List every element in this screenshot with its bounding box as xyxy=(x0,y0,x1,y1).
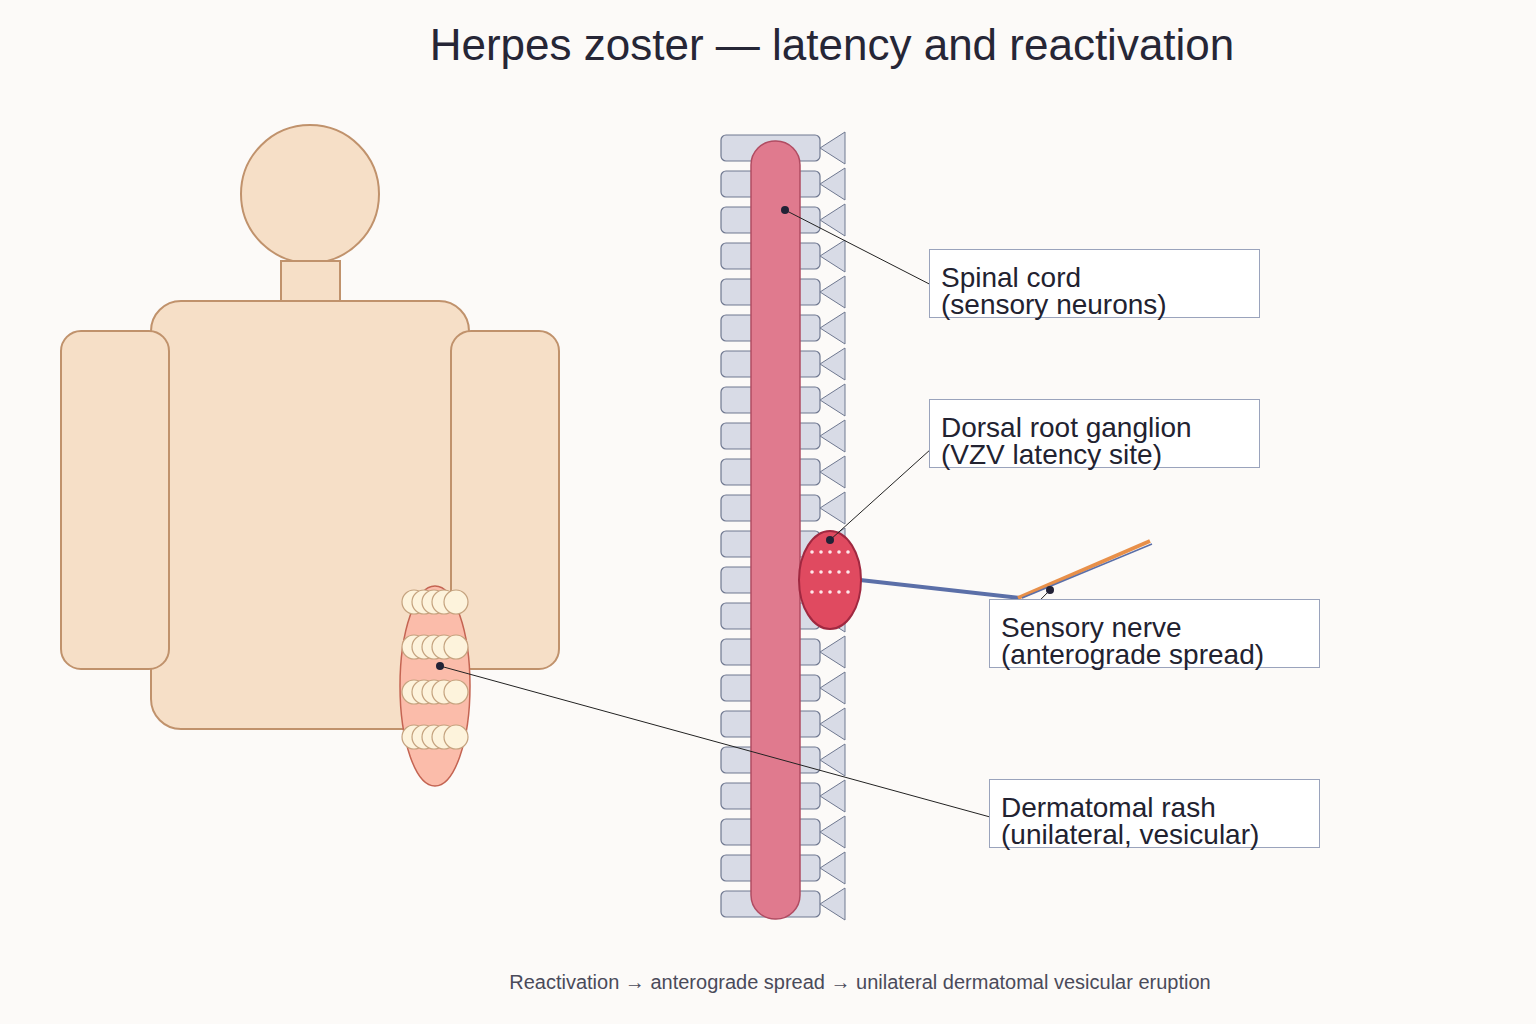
label-detail: (unilateral, vesicular) xyxy=(1001,821,1319,848)
virus-dot xyxy=(810,570,814,574)
spinous-process xyxy=(820,708,845,740)
vesicles xyxy=(402,590,468,749)
vesicle xyxy=(444,590,468,614)
virus-dot xyxy=(846,570,850,574)
spinous-process xyxy=(820,852,845,884)
spinous-process xyxy=(820,168,845,200)
neck xyxy=(281,261,340,301)
label-detail: (VZV latency site) xyxy=(941,441,1259,468)
spinous-process xyxy=(820,240,845,272)
sensory-nerve xyxy=(860,580,1020,598)
spinous-process xyxy=(820,780,845,812)
virus-dot xyxy=(810,590,814,594)
vesicle xyxy=(444,635,468,659)
virus-dot xyxy=(819,550,823,554)
leader-line xyxy=(440,666,1001,820)
virus-dot xyxy=(819,570,823,574)
virus-dot xyxy=(828,590,832,594)
spinous-process xyxy=(820,132,845,164)
head xyxy=(241,125,379,263)
spinous-process xyxy=(820,348,845,380)
spinous-process xyxy=(820,492,845,524)
leader-dot xyxy=(1046,586,1054,594)
spinous-process xyxy=(820,636,845,668)
label-detail: (sensory neurons) xyxy=(941,291,1259,318)
leader-dot xyxy=(781,206,789,214)
dorsal-root-ganglion xyxy=(799,531,861,629)
rash-band xyxy=(400,586,470,786)
vertebral-column xyxy=(721,132,845,920)
label-name: Sensory nerve xyxy=(1001,614,1319,641)
spinous-process xyxy=(820,384,845,416)
spinous-process xyxy=(820,888,845,920)
right-arm xyxy=(451,331,559,669)
latent-virus-dots xyxy=(810,550,850,594)
label-name: Spinal cord xyxy=(941,264,1259,291)
label-box: Dorsal root ganglion(VZV latency site) xyxy=(929,399,1260,468)
spinal-cord xyxy=(751,141,800,919)
left-arm xyxy=(61,331,169,669)
virus-dot xyxy=(828,550,832,554)
virus-dot xyxy=(819,590,823,594)
label-box: Sensory nerve(anterograde spread) xyxy=(989,599,1320,668)
label-name: Dermatomal rash xyxy=(1001,794,1319,821)
leader-line xyxy=(830,440,941,540)
virus-dot xyxy=(837,570,841,574)
virus-dot xyxy=(810,550,814,554)
spinous-process xyxy=(820,456,845,488)
vesicle xyxy=(444,680,468,704)
sensory-nerve-branch xyxy=(1022,544,1152,598)
virus-dot xyxy=(828,570,832,574)
leader-dot xyxy=(826,536,834,544)
spinous-process xyxy=(820,204,845,236)
spinous-process xyxy=(820,816,845,848)
virus-dot xyxy=(846,550,850,554)
spinous-process xyxy=(820,312,845,344)
leader-dot xyxy=(436,662,444,670)
diagram-caption: Reactivation → anterograde spread → unil… xyxy=(0,971,1536,994)
body-figure xyxy=(61,125,559,729)
vesicle xyxy=(444,725,468,749)
virus-dot xyxy=(837,550,841,554)
spinous-process xyxy=(820,672,845,704)
spinous-process xyxy=(820,276,845,308)
virus-dot xyxy=(837,590,841,594)
diagram-title: Herpes zoster — latency and reactivation xyxy=(0,20,1536,70)
label-box: Spinal cord(sensory neurons) xyxy=(929,249,1260,318)
label-box: Dermatomal rash(unilateral, vesicular) xyxy=(989,779,1320,848)
leader-line xyxy=(785,210,941,290)
spinous-process xyxy=(820,420,845,452)
label-detail: (anterograde spread) xyxy=(1001,641,1319,668)
virus-dot xyxy=(846,590,850,594)
label-name: Dorsal root ganglion xyxy=(941,414,1259,441)
nerve-activation xyxy=(1018,541,1150,598)
